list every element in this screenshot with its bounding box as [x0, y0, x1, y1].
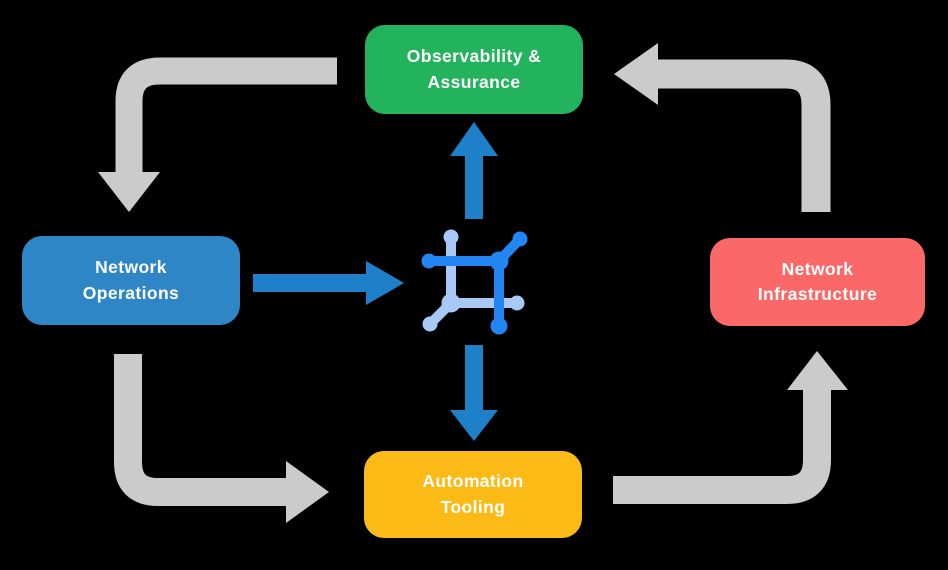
- arrow-shaft: [115, 57, 337, 174]
- flow-arrow-operations-to-center: [253, 261, 404, 305]
- arrow-head-up-icon: [450, 122, 498, 156]
- node-network-operations-label: Network Operations: [82, 257, 180, 303]
- arrow-head-right-icon: [286, 461, 329, 523]
- arrow-shaft: [658, 59, 831, 212]
- arrow-head-down-icon: [450, 410, 498, 441]
- cycle-arrow-observability-to-operations: [98, 57, 337, 212]
- node-observability-assurance: Observability & Assurance: [365, 25, 583, 114]
- cycle-arrow-infrastructure-to-observability: [614, 43, 831, 212]
- node-network-infrastructure-label: Network Infrastructure: [757, 258, 878, 304]
- arrow-head-down-icon: [98, 172, 160, 212]
- arrow-head-left-icon: [614, 43, 658, 105]
- arrow-head-up-icon: [787, 351, 848, 390]
- flow-arrow-center-to-automation: [450, 345, 498, 441]
- node-network-operations: Network Operations: [22, 236, 240, 325]
- cycle-arrow-operations-to-automation: [114, 354, 329, 523]
- network-mesh-icon: [421, 229, 528, 335]
- flow-arrow-center-to-observability: [450, 122, 498, 219]
- node-observability-assurance-label: Observability & Assurance: [406, 46, 542, 92]
- arrow-shaft: [114, 354, 286, 506]
- arrow-head-right-icon: [366, 261, 404, 305]
- network-mesh-icon-primary: [421, 231, 528, 335]
- node-automation-tooling-label: Automation Tooling: [422, 471, 524, 517]
- arrow-shaft: [613, 389, 831, 504]
- cycle-arrow-automation-to-infrastructure: [613, 351, 848, 504]
- node-automation-tooling: Automation Tooling: [364, 451, 582, 538]
- node-network-infrastructure: Network Infrastructure: [710, 238, 925, 326]
- network-mesh-icon-secondary: [422, 229, 525, 332]
